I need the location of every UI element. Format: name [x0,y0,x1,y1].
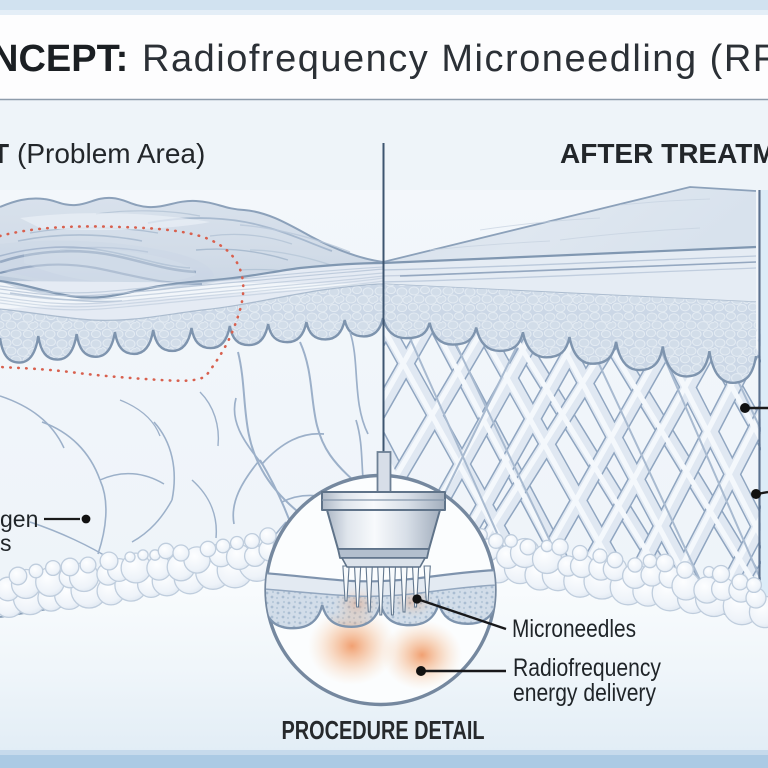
svg-text:energy delivery: energy delivery [513,679,656,707]
svg-text:PROCEDURE DETAIL: PROCEDURE DETAIL [282,715,485,745]
svg-text:Microneedles: Microneedles [512,615,636,643]
svg-text:T: T [0,138,9,169]
svg-text:gen: gen [0,506,38,532]
svg-text:Radiofrequency: Radiofrequency [513,654,661,682]
svg-text:(Problem Area): (Problem Area) [17,138,205,169]
svg-text:Radiofrequency Microneedling (: Radiofrequency Microneedling (RF [142,38,768,80]
svg-text:AFTER TREATMENT: AFTER TREATMENT [560,138,768,169]
svg-text:NCEPT:: NCEPT: [0,38,128,80]
svg-text:s: s [0,530,12,556]
